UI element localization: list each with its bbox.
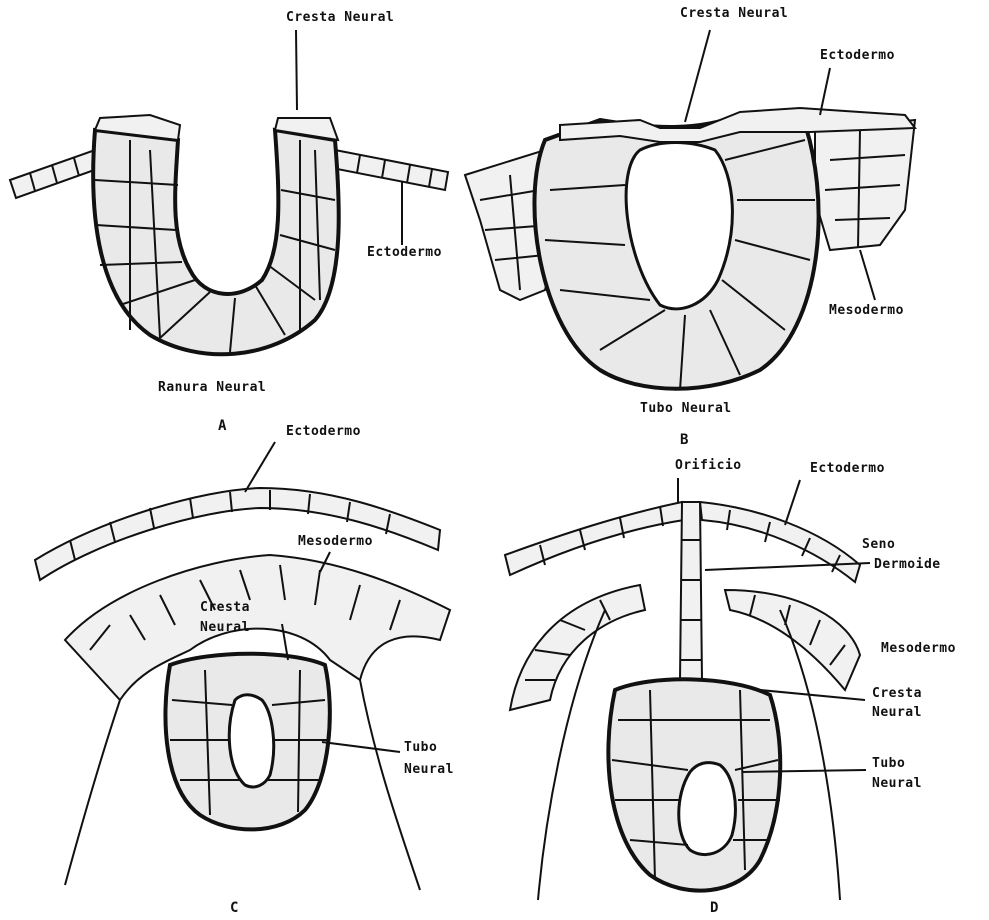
panel-a-letter: A xyxy=(218,418,227,434)
panel-b-label-tubo-neural: Tubo Neural xyxy=(640,401,732,416)
panel-c-lumen xyxy=(229,695,273,787)
panel-c-label-tubo-line1: Tubo xyxy=(404,740,437,755)
panel-a-ectoderm-right xyxy=(332,150,448,190)
panel-b-label-cresta-neural: Cresta Neural xyxy=(680,6,788,21)
panel-a-label-ranura-neural: Ranura Neural xyxy=(158,380,266,395)
panel-d-leader-cresta xyxy=(760,690,865,700)
panel-d-label-cresta-line2: Neural xyxy=(872,705,922,720)
panel-c-leader-ectodermo xyxy=(245,442,275,492)
panel-c-leader-tubo xyxy=(322,742,400,752)
panel-c-letter: C xyxy=(230,900,238,916)
panel-d-lumen xyxy=(679,763,736,855)
panel-d-label-orificio: Orificio xyxy=(675,458,742,473)
panel-c-label-cresta-line2: Neural xyxy=(200,620,250,635)
panel-b-letter: B xyxy=(680,432,688,448)
panel-d: Orificio Ectodermo Seno Dermoide Mesoder… xyxy=(505,458,956,916)
panel-b-leader-ectodermo xyxy=(820,68,830,115)
panel-b-label-mesodermo: Mesodermo xyxy=(829,303,904,318)
panel-d-label-tubo-line1: Tubo xyxy=(872,756,905,771)
panel-a: Cresta Neural Ectodermo Ranura Neural A xyxy=(10,10,448,434)
panel-c: Ectodermo Mesodermo Cresta Neural Tubo N… xyxy=(35,424,454,916)
panel-b-leader-cresta xyxy=(685,30,710,122)
panel-d-label-seno-line1: Seno xyxy=(862,537,895,552)
panel-a-leader-cresta xyxy=(296,30,297,110)
panel-c-label-ectodermo: Ectodermo xyxy=(286,424,361,439)
panel-d-ectoderm-left xyxy=(505,502,684,575)
panel-c-label-mesodermo: Mesodermo xyxy=(298,534,373,549)
panel-b: Cresta Neural Ectodermo Mesodermo Tubo N… xyxy=(465,6,915,448)
panel-c-label-cresta-line1: Cresta xyxy=(200,600,250,615)
panel-d-leader-ectodermo xyxy=(785,480,800,525)
panel-a-label-cresta-neural: Cresta Neural xyxy=(286,10,394,25)
panel-a-label-ectodermo: Ectodermo xyxy=(367,245,442,260)
panel-d-letter: D xyxy=(710,900,718,916)
panel-d-dermoid-sinus xyxy=(680,502,702,680)
panel-b-leader-mesodermo xyxy=(860,250,875,300)
panel-d-label-seno-line2: Dermoide xyxy=(874,557,941,572)
panel-d-label-ectodermo: Ectodermo xyxy=(810,461,885,476)
panel-d-label-cresta-line1: Cresta xyxy=(872,686,922,701)
panel-b-label-ectodermo: Ectodermo xyxy=(820,48,895,63)
panel-d-label-mesodermo: Mesodermo xyxy=(881,641,956,656)
panel-d-label-tubo-line2: Neural xyxy=(872,776,922,791)
panel-c-label-tubo-line2: Neural xyxy=(404,762,454,777)
